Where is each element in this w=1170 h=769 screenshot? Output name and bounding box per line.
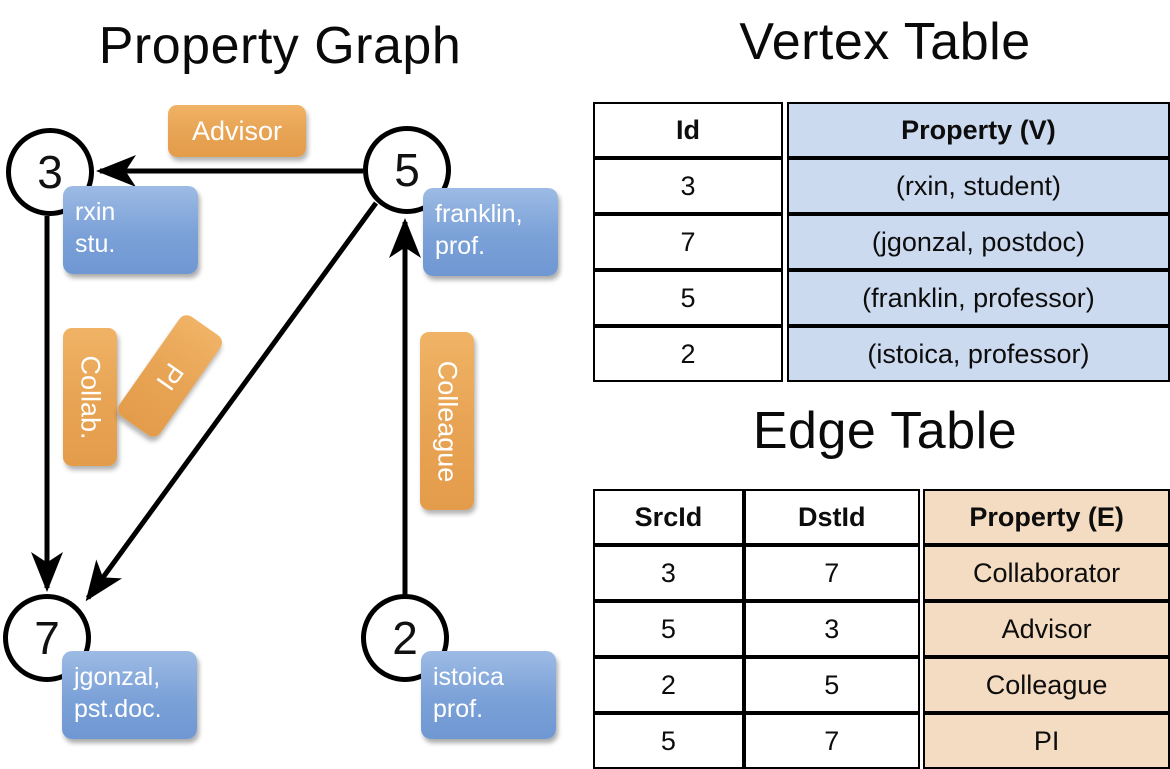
vertex-id-label: 7 xyxy=(34,612,60,664)
cell-property: (jgonzal, postdoc) xyxy=(786,214,1170,270)
column-header-property-e: Property (E) xyxy=(923,489,1170,545)
column-gap xyxy=(919,545,924,601)
cell-srcid: 5 xyxy=(593,713,744,769)
column-gap xyxy=(783,214,787,270)
cell-property: (istoica, professor) xyxy=(786,326,1170,382)
cell-id: 5 xyxy=(593,270,784,326)
vertex-table: Id Property (V) 3 (rxin, student) 7 (jgo… xyxy=(593,102,1170,382)
page-title-edge-table: Edge Table xyxy=(752,402,1018,460)
edge-label-text: Collab. xyxy=(75,354,106,440)
column-header-id: Id xyxy=(593,102,784,158)
column-gap xyxy=(783,326,787,382)
cell-srcid: 3 xyxy=(593,545,744,601)
table-row[interactable]: 3 (rxin, student) xyxy=(593,158,1170,214)
table-row[interactable]: 7 (jgonzal, postdoc) xyxy=(593,214,1170,270)
edge-label-collab[interactable]: Collab. xyxy=(63,328,117,466)
table-row[interactable]: 2 (istoica, professor) xyxy=(593,326,1170,382)
property-line-2: pst.doc. xyxy=(74,695,162,723)
cell-property: PI xyxy=(923,713,1170,769)
column-gap xyxy=(919,657,924,713)
property-line-1: rxin xyxy=(75,198,116,226)
cell-property: Advisor xyxy=(923,601,1170,657)
column-header-property-v: Property (V) xyxy=(786,102,1170,158)
property-line-2: stu. xyxy=(75,230,116,258)
property-graph-diagram: 3 5 7 2 rxin stu. franklin, prof. jgonza… xyxy=(0,0,585,760)
property-line-2: prof. xyxy=(435,232,486,260)
cell-property: (rxin, student) xyxy=(786,158,1170,214)
cell-srcid: 5 xyxy=(593,601,744,657)
vertex-property-box-istoica[interactable]: istoica prof. xyxy=(421,651,556,739)
column-gap xyxy=(919,489,924,545)
page-title-vertex-table: Vertex Table xyxy=(739,13,1031,71)
edge-label-advisor[interactable]: Advisor xyxy=(168,105,306,157)
table-row[interactable]: 5 3 Advisor xyxy=(593,601,1170,657)
edge-label-text: PI xyxy=(150,357,191,396)
vertex-id-label: 2 xyxy=(392,612,418,664)
column-gap xyxy=(919,713,924,769)
graph-edge-lines xyxy=(31,155,421,602)
edge-label-text: Colleague xyxy=(432,360,463,482)
vertex-id-label: 3 xyxy=(37,146,63,198)
table-header-row: SrcId DstId Property (E) xyxy=(593,489,1170,545)
edge-label-colleague[interactable]: Colleague xyxy=(420,332,474,510)
column-gap xyxy=(783,102,787,158)
property-line-1: jgonzal, xyxy=(74,663,161,691)
cell-property: Collaborator xyxy=(923,545,1170,601)
vertex-property-box-jgonzal[interactable]: jgonzal, pst.doc. xyxy=(62,651,197,739)
column-gap xyxy=(919,601,924,657)
graph-vertex-5[interactable]: 5 xyxy=(363,126,451,214)
cell-property: Colleague xyxy=(923,657,1170,713)
column-gap xyxy=(783,158,787,214)
edge-table: SrcId DstId Property (E) 3 7 Collaborato… xyxy=(593,489,1170,769)
table-header-row: Id Property (V) xyxy=(593,102,1170,158)
vertex-property-box-rxin[interactable]: rxin stu. xyxy=(63,186,198,274)
edge-label-text: Advisor xyxy=(191,115,283,146)
column-header-srcid: SrcId xyxy=(593,489,744,545)
cell-dstid: 7 xyxy=(743,545,920,601)
cell-srcid: 2 xyxy=(593,657,744,713)
cell-id: 7 xyxy=(593,214,784,270)
table-row[interactable]: 3 7 Collaborator xyxy=(593,545,1170,601)
column-gap xyxy=(783,270,787,326)
cell-dstid: 5 xyxy=(743,657,920,713)
table-row[interactable]: 5 (franklin, professor) xyxy=(593,270,1170,326)
cell-dstid: 7 xyxy=(743,713,920,769)
property-line-2: prof. xyxy=(433,695,484,723)
vertex-property-box-franklin[interactable]: franklin, prof. xyxy=(423,188,558,276)
table-row[interactable]: 5 7 PI xyxy=(593,713,1170,769)
cell-dstid: 3 xyxy=(743,601,920,657)
column-header-dstid: DstId xyxy=(743,489,920,545)
edge-line-pi xyxy=(85,201,379,602)
property-line-1: istoica xyxy=(433,663,504,691)
property-line-1: franklin, xyxy=(435,200,523,228)
cell-property: (franklin, professor) xyxy=(786,270,1170,326)
cell-id: 2 xyxy=(593,326,784,382)
vertex-id-label: 5 xyxy=(394,144,420,196)
graph-vertex-2[interactable]: 2 xyxy=(361,594,449,682)
table-row[interactable]: 2 5 Colleague xyxy=(593,657,1170,713)
page-title-property-graph: Property Graph xyxy=(98,17,462,75)
cell-id: 3 xyxy=(593,158,784,214)
